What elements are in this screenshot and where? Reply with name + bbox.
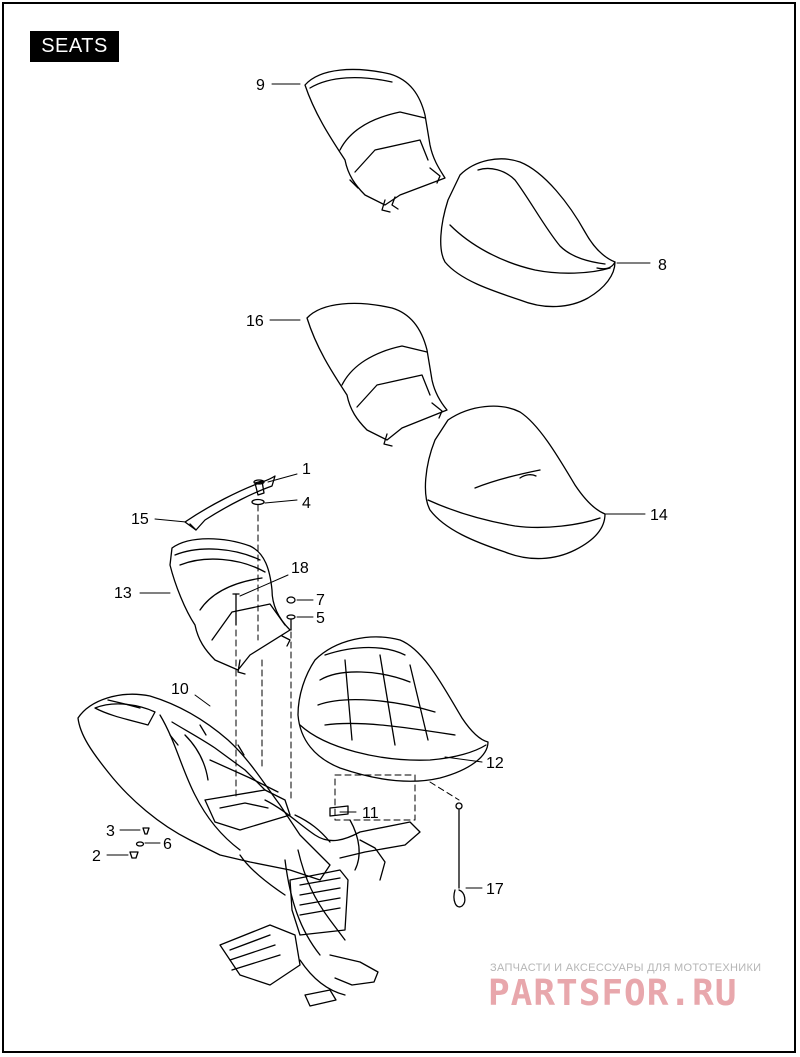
two-up-seat-12 xyxy=(297,636,489,782)
callout-12: 12 xyxy=(486,755,504,772)
callout-6: 6 xyxy=(163,836,172,853)
callout-10: 10 xyxy=(171,681,189,698)
callout-4: 4 xyxy=(302,495,311,512)
callout-17: 17 xyxy=(486,881,504,898)
nut-7 xyxy=(286,596,296,604)
callout-13: 13 xyxy=(114,585,132,602)
washer-5 xyxy=(286,614,296,631)
callout-7: 7 xyxy=(316,592,325,609)
stud-18 xyxy=(232,593,240,626)
callout-18: 18 xyxy=(291,560,309,577)
assembly-dash-lines xyxy=(235,504,460,821)
washer-6 xyxy=(135,841,145,847)
strap-screw-1 xyxy=(253,479,265,496)
callout-14: 14 xyxy=(650,507,668,524)
callout-11: 11 xyxy=(362,805,379,822)
callout-8: 8 xyxy=(658,257,667,274)
callout-1: 1 xyxy=(302,461,311,478)
latch-11 xyxy=(329,805,349,817)
passenger-pillion-9 xyxy=(304,68,446,213)
watermark-tagline: ЗАПЧАСТИ И АКСЕССУАРЫ ДЛЯ МОТОТЕХНИКИ xyxy=(490,962,762,974)
leader-lines xyxy=(106,83,651,889)
callout-16: 16 xyxy=(246,313,264,330)
callout-3: 3 xyxy=(106,823,115,840)
callout-5: 5 xyxy=(316,610,325,627)
screw-3 xyxy=(142,827,150,835)
cable-17 xyxy=(453,802,466,908)
rear-fender-frame xyxy=(77,693,421,1007)
callout-15: 15 xyxy=(131,511,149,528)
solo-seat-14 xyxy=(424,405,606,560)
grab-strap-15 xyxy=(184,475,276,531)
strap-washer-4 xyxy=(251,498,265,506)
page-title: SEATS xyxy=(30,31,119,62)
passenger-pillion-16 xyxy=(306,302,448,447)
callout-2: 2 xyxy=(92,848,101,865)
watermark-brand: PARTSFOR.RU xyxy=(488,973,738,1014)
screw-2 xyxy=(129,851,139,859)
callout-9: 9 xyxy=(256,77,265,94)
pillion-pad-13 xyxy=(169,538,291,675)
solo-seat-8 xyxy=(440,158,616,308)
